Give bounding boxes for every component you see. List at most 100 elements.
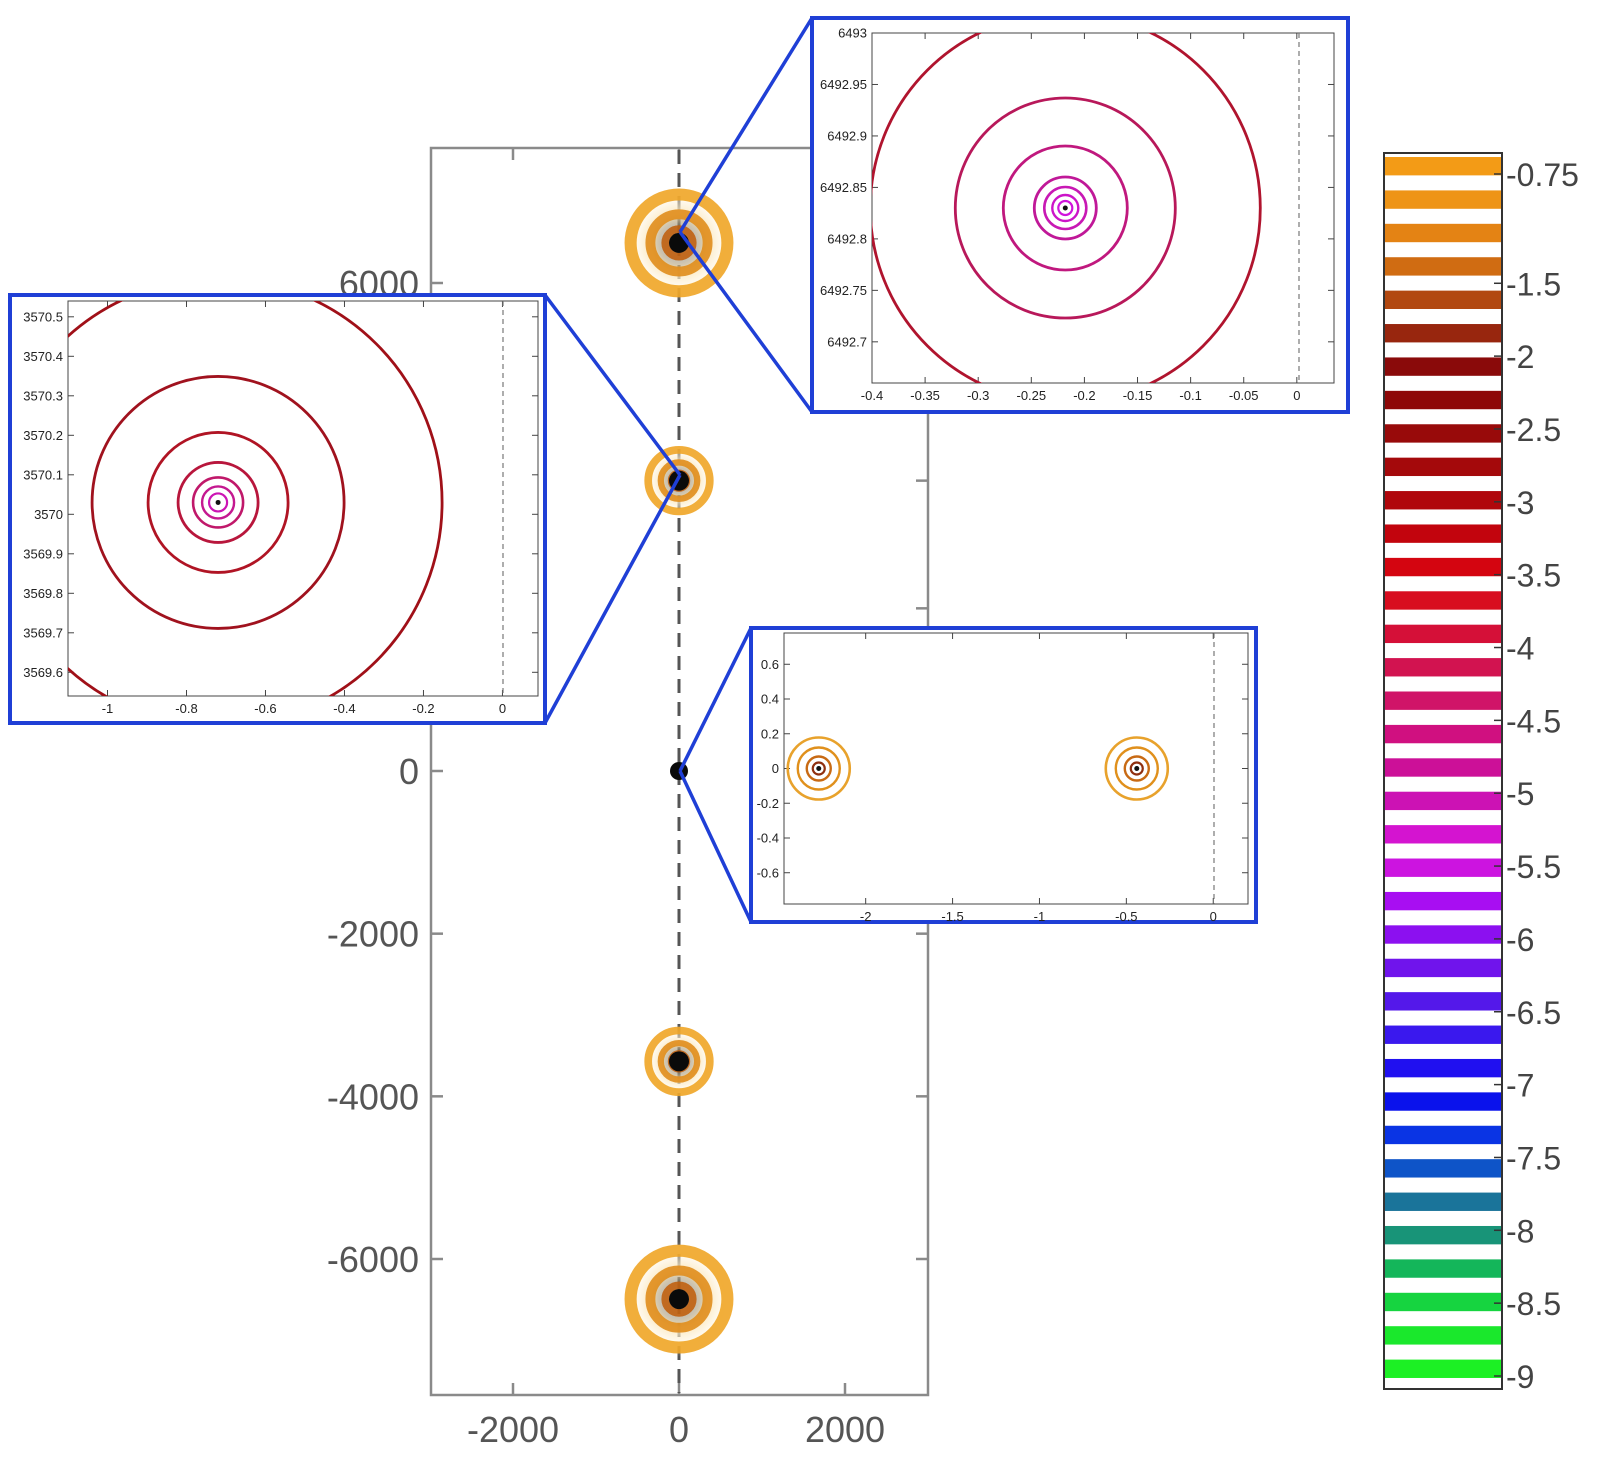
mid-y-tick-label: 0.4 (761, 692, 779, 707)
left-x-tick-label: -0.4 (333, 701, 355, 716)
main-y-tick-label: 0 (399, 751, 419, 792)
left-x-tick-label: 0 (499, 701, 506, 716)
colorbar-band (1384, 658, 1502, 677)
colorbar-band (1384, 223, 1502, 243)
inset-mid-contour (1104, 736, 1170, 801)
top-y-tick-label: 6493 (838, 26, 867, 41)
colorbar-tick-label: -7 (1506, 1068, 1534, 1104)
inset-left-contour (68, 301, 444, 696)
top-x-tick-label: -0.05 (1229, 388, 1259, 403)
inset-left-contour (146, 431, 290, 574)
colorbar-tick-label: -3.5 (1506, 558, 1561, 594)
left-x-tick-label: -0.2 (412, 701, 434, 716)
inset-left-center (215, 499, 221, 505)
main-points (621, 185, 737, 1357)
left-y-tick-label: 3570.5 (23, 309, 63, 324)
callout-lines (543, 17, 814, 923)
top-x-tick-label: -0.1 (1179, 388, 1201, 403)
colorbar-tick-label: -3 (1506, 485, 1534, 521)
inset-top-contour (953, 96, 1177, 320)
colorbar-band (1384, 524, 1502, 543)
left-y-tick-label: 3570.3 (23, 388, 63, 403)
colorbar-band (1384, 1259, 1502, 1278)
colorbar-band (1384, 958, 1502, 978)
mid-x-tick-label: -0.5 (1115, 909, 1137, 924)
colorbar-tick-label: -7.5 (1506, 1140, 1561, 1176)
top-x-tick-label: -0.25 (1016, 388, 1046, 403)
main-point (642, 443, 716, 518)
colorbar-band (1384, 624, 1502, 644)
inset-top-contour (1042, 185, 1088, 231)
colorbar-band (1384, 190, 1502, 209)
colorbar-band (1384, 1225, 1502, 1245)
colorbar-band (1384, 925, 1502, 944)
colorbar-bands (1384, 157, 1502, 1378)
inset-left-contour (90, 375, 346, 630)
colorbar-tick-label: -4 (1506, 631, 1534, 667)
left-y-tick-label: 3569.8 (23, 586, 63, 601)
colorbar-band (1384, 457, 1502, 477)
left-x-tick-label: -0.8 (175, 701, 197, 716)
main-point (642, 1024, 716, 1099)
inset-left-frame (8, 293, 547, 725)
colorbar-tick-label: -5.5 (1506, 849, 1561, 885)
main-point (670, 762, 688, 780)
inset-top-center (1062, 205, 1068, 211)
inset-left-y-tick-labels: 3570.53570.43570.33570.23570.135703569.9… (23, 309, 63, 679)
top-x-tick-label: -0.4 (861, 388, 883, 403)
mid-y-tick-label: 0.6 (761, 657, 779, 672)
left-y-tick-label: 3569.6 (23, 665, 63, 680)
mid-y-tick-label: -0.2 (757, 796, 779, 811)
colorbar-tick-label: -9 (1506, 1359, 1534, 1395)
colorbar-band (1384, 157, 1502, 176)
top-y-tick-label: 6492.9 (827, 129, 867, 144)
mid-x-tick-label: -1 (1034, 909, 1046, 924)
top-y-tick-label: 6492.7 (827, 335, 867, 350)
colorbar-band (1384, 591, 1502, 610)
mid-y-tick-label: 0.2 (761, 726, 779, 741)
colorbar-tick-label: -2.5 (1506, 412, 1561, 448)
main-y-tick-label: -2000 (327, 914, 419, 955)
top-y-tick-label: 6492.75 (820, 283, 867, 298)
colorbar-band (1384, 791, 1502, 811)
colorbar-band (1384, 992, 1502, 1011)
colorbar-band (1384, 1192, 1502, 1211)
inset-mid-y-tick-labels: 0.6 0.4 0.2 0 -0.2 -0.4 -0.6 (757, 657, 779, 880)
inset-left-contours (68, 301, 444, 696)
inset-mid-contour (786, 736, 852, 801)
colorbar-band (1384, 357, 1502, 376)
left-y-tick-label: 3570.4 (23, 349, 63, 364)
colorbar-tick-label: -8.5 (1506, 1286, 1561, 1322)
colorbar-band (1384, 1025, 1502, 1044)
mid-y-tick-label: -0.4 (757, 831, 779, 846)
colorbar-band (1384, 758, 1502, 777)
colorbar-band (1384, 1292, 1502, 1312)
mid-x-tick-label: -1.5 (941, 909, 963, 924)
colorbar-band (1384, 1092, 1502, 1111)
colorbar-band (1384, 290, 1502, 310)
main-point (621, 1241, 737, 1357)
top-x-tick-label: -0.15 (1123, 388, 1153, 403)
left-y-tick-label: 3569.7 (23, 625, 63, 640)
left-y-tick-label: 3570 (34, 507, 63, 522)
inset-top-contours (872, 33, 1262, 383)
colorbar-frame (1383, 152, 1503, 1390)
colorbar-band (1384, 557, 1502, 577)
colorbar-band (1384, 1125, 1502, 1145)
colorbar-band (1384, 724, 1502, 744)
inset-mid-contour (1129, 761, 1144, 776)
inset-mid-contour (796, 746, 841, 791)
mid-y-tick-label: -0.6 (757, 865, 779, 880)
mid-y-tick-label: 0 (772, 761, 779, 776)
mid-x-tick-label: -2 (860, 909, 872, 924)
inset-top-axes (871, 32, 1335, 384)
colorbar-tick-label: -4.5 (1506, 703, 1561, 739)
